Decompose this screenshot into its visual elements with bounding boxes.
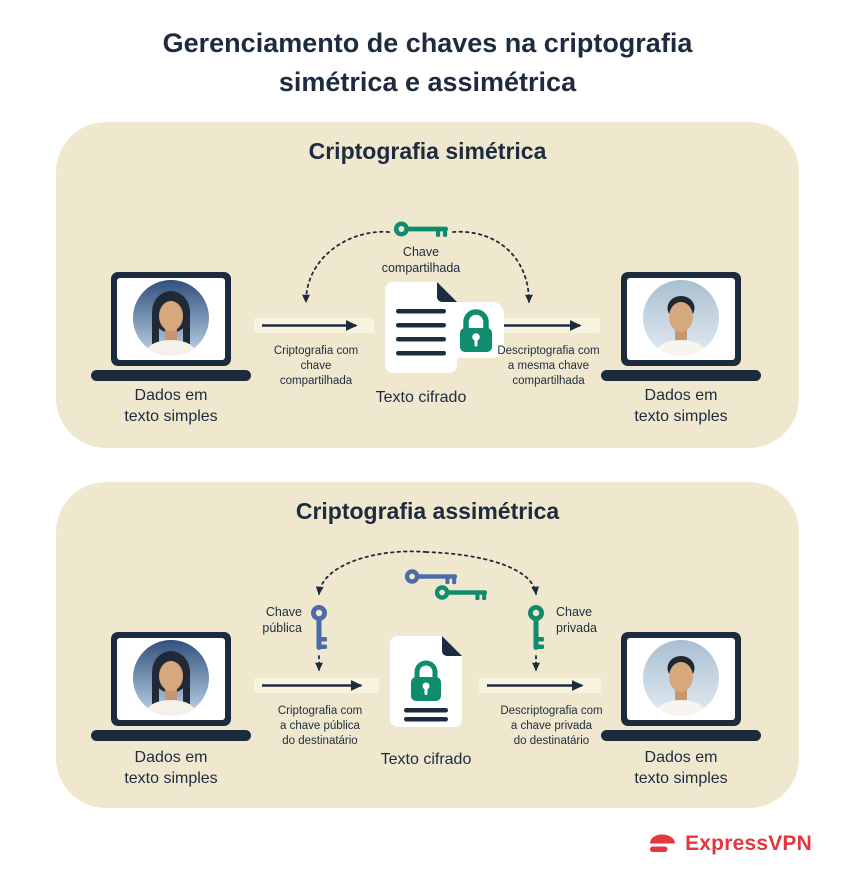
expressvpn-mark-icon <box>650 834 676 852</box>
cipher-text-label: Texto cifrado <box>380 751 472 768</box>
encrypt-label: Criptografia com a chave pública do dest… <box>277 705 363 748</box>
private-key-label: Chave privada <box>556 605 597 635</box>
public-key-icon <box>311 605 327 650</box>
dashed-keypair-curve-right <box>425 551 540 596</box>
laptop-man-avatar-icon <box>601 632 761 741</box>
asymmetric-diagram-art <box>56 550 799 808</box>
symmetric-panel: Criptografia simétrica Chave compartilha… <box>56 122 799 448</box>
shared-key-icon <box>393 221 449 237</box>
laptop-woman-avatar-icon <box>91 272 251 381</box>
symmetric-title: Criptografia simétrica <box>308 138 547 164</box>
brand-name: ExpressVPN <box>685 832 812 855</box>
encrypt-label: Criptografia com chave compartilhada <box>273 345 359 388</box>
private-key-icon <box>434 585 488 601</box>
laptop-woman-avatar-icon <box>91 632 251 741</box>
right-device-label: Dados em texto simples <box>634 749 728 787</box>
dashed-key-curve-right <box>452 230 533 304</box>
cipher-document-icon <box>385 282 457 373</box>
right-device-label: Dados em texto simples <box>634 387 728 425</box>
cipher-text-label: Texto cifrado <box>375 389 467 406</box>
cipher-document-icon <box>390 636 462 727</box>
laptop-man-avatar-icon <box>601 272 761 381</box>
decrypt-label: Descriptografia com a chave privada do d… <box>500 705 603 748</box>
expressvpn-logo: ExpressVPN <box>647 832 812 856</box>
dashed-key-curve-left <box>302 230 390 304</box>
public-key-icon <box>404 569 458 585</box>
public-key-label: Chave pública <box>262 605 302 635</box>
left-device-label: Dados em texto simples <box>124 387 218 425</box>
shared-key-label: Chave compartilhada <box>381 245 461 275</box>
decrypt-label: Descriptografia com a mesma chave compar… <box>497 345 600 388</box>
asymmetric-title: Criptografia assimétrica <box>295 498 560 524</box>
dashed-keypair-curve-left <box>315 550 427 596</box>
left-device-label: Dados em texto simples <box>124 749 218 787</box>
private-key-icon <box>528 605 544 650</box>
page-title: Gerenciamento de chaves na criptografia … <box>162 28 693 98</box>
asymmetric-panel: Criptografia assimétrica Chave pública C… <box>56 482 799 808</box>
symmetric-diagram-art <box>56 221 799 448</box>
